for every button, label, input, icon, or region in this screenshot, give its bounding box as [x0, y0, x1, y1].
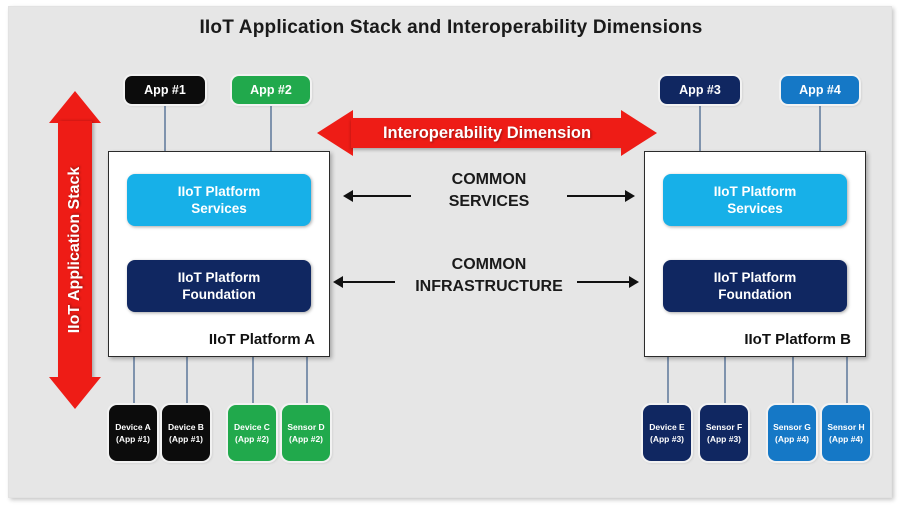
connector-line — [186, 357, 188, 405]
arrow-tip — [629, 276, 639, 288]
device-name: Device E — [649, 422, 685, 432]
device-app-ref: (App #2) — [235, 434, 269, 444]
page-title: IIoT Application Stack and Interoperabil… — [199, 17, 703, 38]
arrow-bar — [567, 195, 626, 197]
connector-line — [252, 357, 254, 405]
interoperability-dimension-arrow: Interoperability Dimension — [317, 110, 657, 156]
device-name: Device A — [115, 422, 151, 432]
app-chip-2[interactable]: App #2 — [232, 76, 310, 104]
platform-name-label: IIoT Platform B — [744, 331, 851, 348]
layer-line-1: IIoT Platform — [177, 270, 261, 285]
stack-arrow-head-up — [49, 91, 101, 123]
common-flow-label-2: COMMON INFRASTRUCTURE — [369, 254, 609, 298]
arrow-bar — [352, 195, 411, 197]
connector-line — [306, 357, 308, 405]
device-app-ref: (App #1) — [169, 434, 203, 444]
device-app-ref: (App #4) — [829, 434, 863, 444]
device-name: Sensor F — [705, 422, 743, 432]
device-name: Sensor G — [773, 422, 811, 432]
connector-line — [792, 357, 794, 405]
device-chip[interactable]: Device E (App #3) — [643, 405, 691, 461]
connector-line — [133, 357, 135, 405]
common-flow-arrow-left — [343, 190, 411, 202]
connector-line — [846, 357, 848, 405]
connector-line — [819, 104, 821, 152]
device-chip[interactable]: Sensor H (App #4) — [822, 405, 870, 461]
iiot-application-stack-arrow: IIoT Application Stack — [49, 91, 101, 409]
device-chip[interactable]: Sensor D (App #2) — [282, 405, 330, 461]
device-chip[interactable]: Sensor F (App #3) — [700, 405, 748, 461]
device-app-ref: (App #3) — [650, 434, 684, 444]
layer-line-2: Services — [191, 201, 247, 216]
connector-line — [164, 104, 166, 152]
common-flow-line-2: INFRASTRUCTURE — [415, 278, 563, 295]
common-flow-line-1: COMMON — [451, 256, 527, 273]
layer-line-2: Foundation — [718, 287, 792, 302]
device-name: Sensor H — [827, 422, 865, 432]
interop-arrow-shaft — [351, 118, 623, 148]
common-flow-line-1: COMMON — [451, 171, 527, 188]
arrow-tip — [333, 276, 343, 288]
device-app-ref: (App #1) — [116, 434, 150, 444]
arrow-tip — [343, 190, 353, 202]
layer-line-1: IIoT Platform — [713, 184, 797, 199]
diagram-frame: IIoT Application Stack and Interoperabil… — [8, 6, 892, 498]
device-chip[interactable]: Device A (App #1) — [109, 405, 157, 461]
app-chip-3[interactable]: App #3 — [660, 76, 740, 104]
common-flow-arrow-right — [567, 190, 635, 202]
layer-line-1: IIoT Platform — [177, 184, 261, 199]
common-flow-arrow-right — [577, 276, 639, 288]
interop-arrow-head-right — [621, 110, 657, 156]
stack-arrow-head-down — [49, 377, 101, 409]
app-chip-1[interactable]: App #1 — [125, 76, 205, 104]
device-name: Device C — [234, 422, 270, 432]
arrow-tip — [625, 190, 635, 202]
stack-arrow-shaft — [58, 121, 92, 379]
arrow-bar — [577, 281, 630, 283]
device-app-ref: (App #3) — [707, 434, 741, 444]
interop-arrow-head-left — [317, 110, 353, 156]
common-flow-label-1: COMMON SERVICES — [389, 169, 589, 213]
device-chip[interactable]: Device B (App #1) — [162, 405, 210, 461]
stack-arrow-label: IIoT Application Stack — [66, 166, 83, 334]
layer-line-2: Services — [727, 201, 783, 216]
device-chip[interactable]: Device C (App #2) — [228, 405, 276, 461]
connector-line — [699, 104, 701, 152]
device-app-ref: (App #2) — [289, 434, 323, 444]
arrow-bar — [342, 281, 395, 283]
interop-arrow-label: Interoperability Dimension — [382, 123, 592, 142]
device-chip[interactable]: Sensor G (App #4) — [768, 405, 816, 461]
device-app-ref: (App #4) — [775, 434, 809, 444]
layer-line-1: IIoT Platform — [713, 270, 797, 285]
platform-name-label: IIoT Platform A — [208, 331, 315, 348]
app-chip-4[interactable]: App #4 — [781, 76, 859, 104]
device-name: Sensor D — [287, 422, 325, 432]
common-flow-line-2: SERVICES — [448, 193, 530, 210]
connector-line — [724, 357, 726, 405]
common-flow-arrow-left — [333, 276, 395, 288]
layer-line-2: Foundation — [182, 287, 256, 302]
connector-line — [270, 104, 272, 152]
connector-line — [667, 357, 669, 405]
device-name: Device B — [168, 422, 204, 432]
